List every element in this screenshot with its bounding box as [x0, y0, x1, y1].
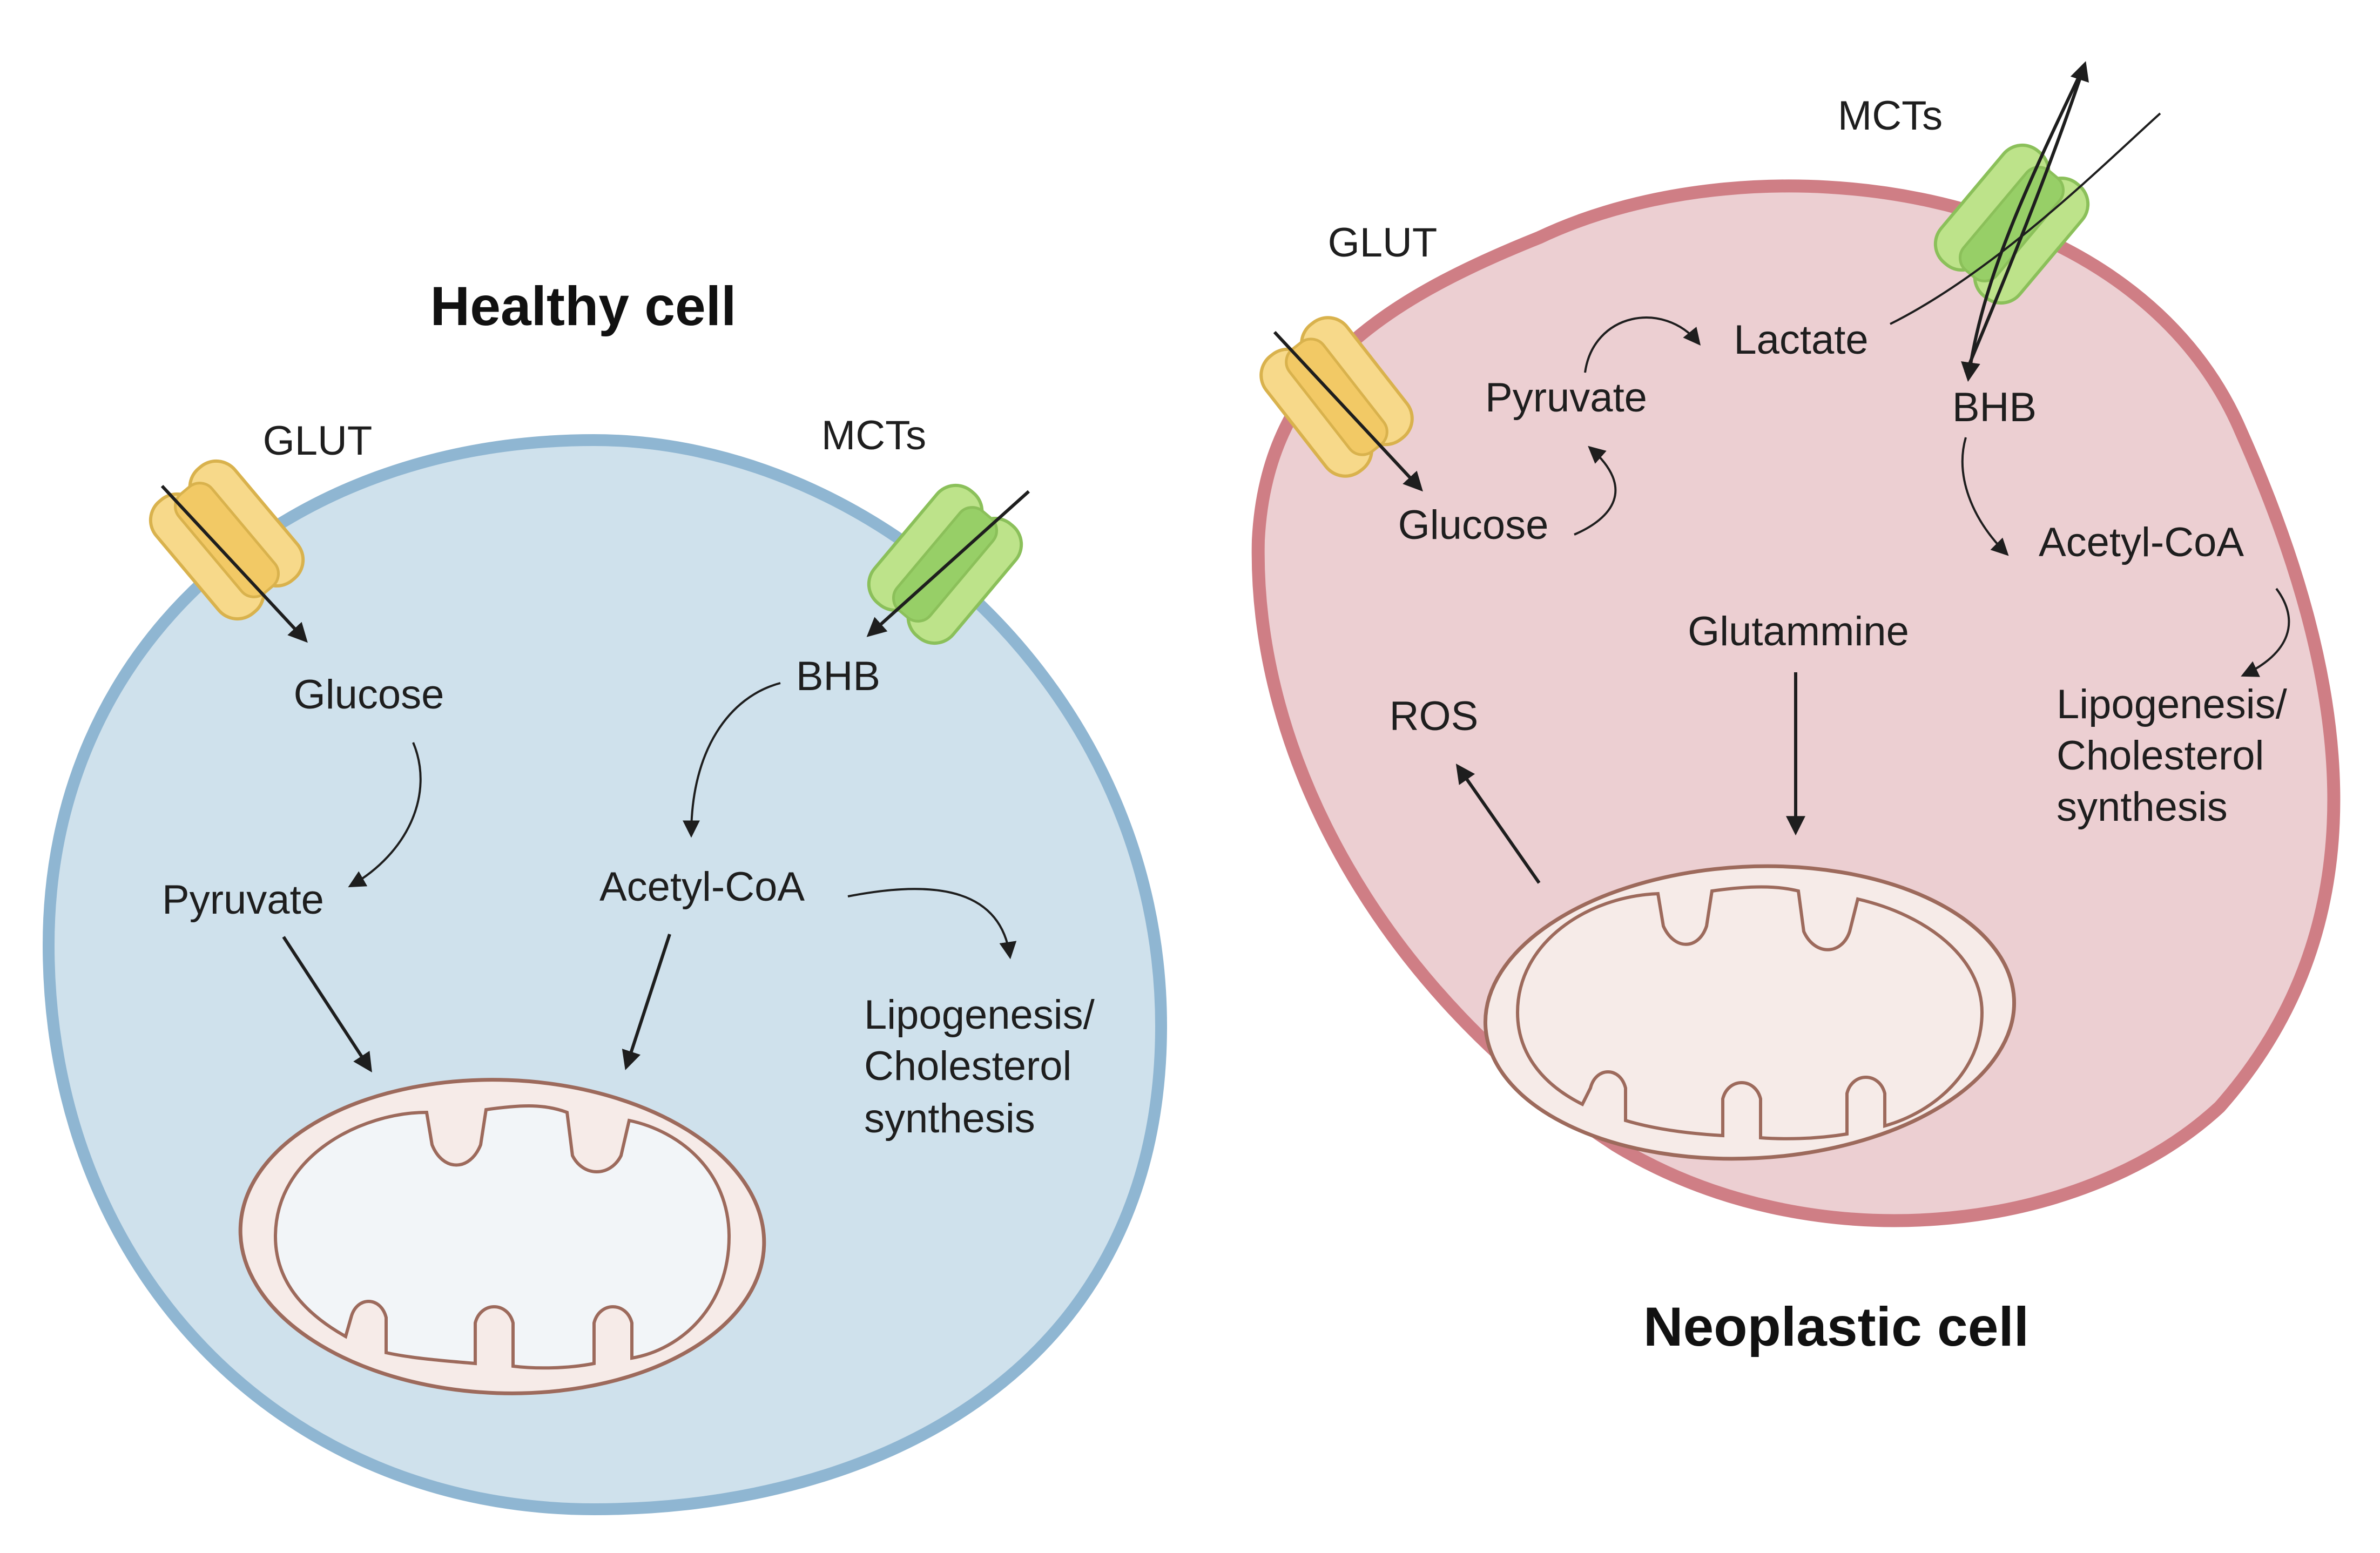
healthy-glut-arrow	[160, 484, 308, 643]
neoplastic-glut-label: GLUT	[1328, 220, 1438, 266]
healthy-glucose-label: Glucose	[294, 672, 444, 718]
healthy-glut-label: GLUT	[263, 418, 373, 464]
neoplastic-acetylcoa-label: Acetyl-CoA	[2039, 519, 2244, 565]
neoplastic-lactate-label: Lactate	[1734, 317, 1868, 363]
healthy-cell: Healthy cell GLUT MCTs Glucose BHB Pyruv…	[42, 275, 1168, 1516]
neoplastic-glucose-label: Glucose	[1398, 502, 1549, 548]
neoplastic-glut-arrow	[1273, 330, 1423, 492]
neoplastic-lipogenesis-label-3: synthesis	[2057, 784, 2228, 830]
healthy-cell-title: Healthy cell	[430, 275, 737, 337]
healthy-pyruvate-to-mito-arrow	[282, 936, 372, 1073]
healthy-lipogenesis-label-2: Cholesterol	[864, 1043, 1071, 1089]
neoplastic-glutammine-label: Glutammine	[1688, 609, 1909, 654]
neoplastic-ros-label: ROS	[1390, 693, 1479, 739]
healthy-acetylcoa-to-lipogenesis-arrow	[847, 888, 1017, 960]
neoplastic-acetylcoa-to-lipogenesis-arrow	[2241, 588, 2290, 677]
healthy-mct-transporter	[867, 483, 1023, 645]
neoplastic-bhb-import-arrow	[1961, 64, 2086, 382]
neoplastic-lipogenesis-label-1: Lipogenesis/	[2057, 681, 2288, 727]
neoplastic-lactate-export-line	[1890, 112, 2161, 325]
neoplastic-mcts-label: MCTs	[1838, 93, 1943, 139]
healthy-mct-arrow	[866, 490, 1030, 637]
neoplastic-cell-title: Neoplastic cell	[1643, 1296, 2029, 1358]
healthy-bhb-to-acetylcoa-arrow	[683, 682, 781, 838]
healthy-acetylcoa-label: Acetyl-CoA	[599, 864, 805, 910]
neoplastic-mitochondrion	[1483, 864, 2017, 1161]
healthy-pyruvate-label: Pyruvate	[162, 877, 324, 923]
neoplastic-lipogenesis-label-2: Cholesterol	[2057, 733, 2264, 779]
healthy-lipogenesis-label-1: Lipogenesis/	[864, 992, 1095, 1038]
neoplastic-cell: Neoplastic cell GLUT MCTs Lactate Pyruva…	[1251, 61, 2341, 1358]
healthy-bhb-label: BHB	[796, 653, 880, 699]
neoplastic-glucose-to-pyruvate-arrow	[1574, 445, 1617, 536]
neoplastic-pyruvate-label: Pyruvate	[1485, 375, 1647, 421]
healthy-lipogenesis-label-3: synthesis	[864, 1096, 1035, 1142]
neoplastic-pyruvate-to-lactate-arrow	[1584, 316, 1701, 373]
healthy-mcts-label: MCTs	[821, 413, 926, 458]
neoplastic-mito-to-ros-arrow	[1455, 764, 1541, 884]
healthy-glut-transporter	[149, 459, 305, 621]
neoplastic-mct-export-arrow	[1964, 61, 2089, 374]
healthy-glucose-to-pyruvate-arrow	[348, 742, 422, 888]
healthy-acetylcoa-to-mito-arrow	[622, 934, 671, 1070]
neoplastic-bhb-to-acetylcoa-arrow	[1961, 437, 2009, 556]
neoplastic-bhb-label: BHB	[1952, 384, 2037, 430]
healthy-mitochondrion	[238, 1078, 766, 1395]
